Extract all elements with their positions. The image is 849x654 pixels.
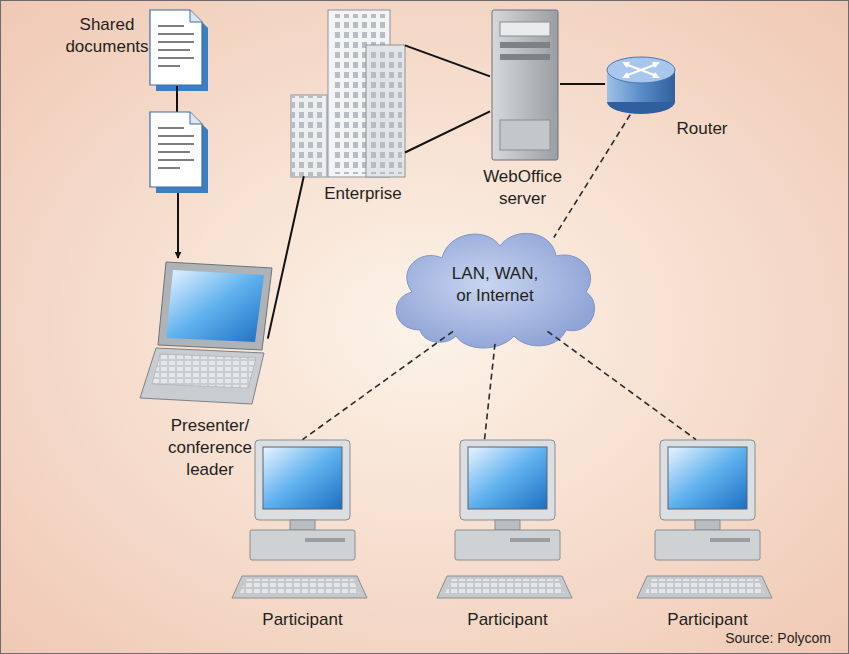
node-label: Participant: [450, 609, 565, 631]
node-label: Presenter/ conference leader: [160, 415, 260, 481]
node-label: Shared documents: [64, 14, 151, 58]
network-link: [548, 331, 697, 439]
node-label: Enterprise: [318, 183, 408, 205]
network-link: [303, 331, 454, 439]
connector-line: [560, 83, 605, 85]
laptop-icon: Presenter/ conference leader: [145, 255, 277, 407]
server-icon: WebOffice server: [490, 8, 560, 160]
connector-line: [405, 45, 490, 76]
node-label: Participant: [245, 609, 360, 631]
document-stack: Shared documents: [148, 8, 208, 193]
network-link: [554, 115, 630, 238]
source-note: Source: Polycom: [725, 630, 831, 646]
participant-pc: Participant: [450, 438, 565, 603]
node-label: LAN, WAN, or Internet: [447, 263, 543, 307]
node-label: Participant: [650, 609, 765, 631]
router-icon: Router: [605, 52, 677, 116]
enterprise-buildings: Enterprise: [290, 8, 405, 178]
network-link: [485, 344, 496, 440]
connector-line: [177, 193, 179, 258]
node-label: WebOffice server: [475, 166, 570, 210]
participant-pc: Participant: [245, 438, 360, 603]
node-label: Router: [667, 118, 737, 140]
network-cloud: LAN, WAN, or Internet: [390, 225, 600, 350]
connector-line: [405, 111, 490, 152]
connector-line: [268, 176, 304, 338]
participant-pc: Participant: [650, 438, 765, 603]
